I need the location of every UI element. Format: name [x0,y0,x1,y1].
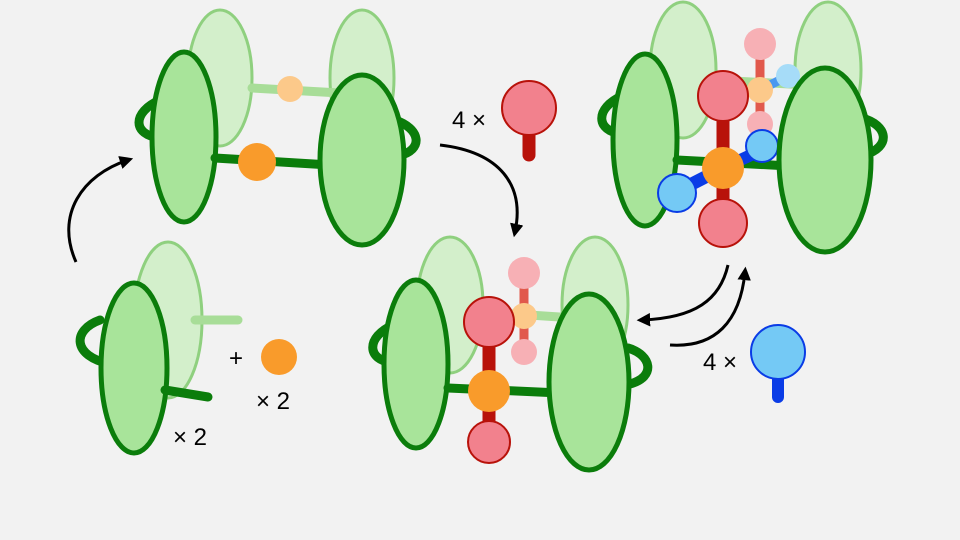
ligand-count-label: × 2 [173,424,207,451]
blue-guest-icon [750,324,806,403]
reaction-arrow-icon [669,266,751,347]
red-guest-icon [501,80,557,162]
cage-icon [368,235,653,473]
metal-ion-icon [261,339,297,375]
reaction-arrow-icon [636,264,730,327]
reaction-arrow-icon [67,156,134,263]
metal-count-label: × 2 [256,388,290,415]
reaction-arrow-icon [439,143,524,238]
plus-sign: + [229,345,243,372]
cage-icon [134,8,421,248]
red-guest-count-label: 4 × [452,107,486,134]
ligand-icon [75,240,243,456]
blue-guest-count-label: 4 × [703,349,737,376]
cage-icon [597,0,888,255]
